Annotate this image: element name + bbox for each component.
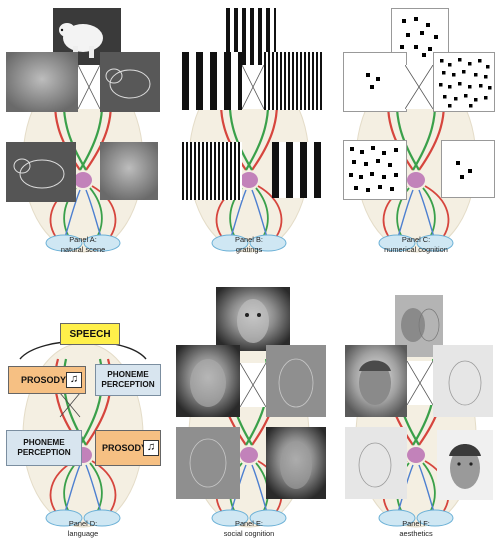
caption-title: Panel C: <box>401 235 431 244</box>
grating-pattern <box>272 142 324 198</box>
panel-c-caption: Panel C: numerical cognition <box>333 235 499 254</box>
caption-sub: gratings <box>235 244 263 254</box>
prosody-label: PROSODY <box>21 375 67 385</box>
cross-mark <box>405 65 433 109</box>
panel-b: Panel B: gratings <box>166 0 332 275</box>
caption-sub: aesthetics <box>399 528 433 538</box>
caption-title: Panel B: <box>235 235 263 244</box>
grating-pattern <box>182 142 242 200</box>
cross-mark <box>240 363 266 407</box>
panel-d: SPEECH PROSODY ♫ PHONEME PERCEPTION PHON… <box>0 275 166 550</box>
caption-sub: language <box>67 528 99 538</box>
brain-diagram-icon <box>19 340 147 529</box>
panel-a-caption: Panel A: natural scene <box>0 235 166 254</box>
caption-sub: natural scene <box>60 244 106 254</box>
phoneme-perception-box: PHONEME PERCEPTION <box>6 430 82 466</box>
arcimboldo-face-photo <box>266 427 326 499</box>
edge-face-photo <box>176 427 240 499</box>
caption-sub: social cognition <box>223 528 275 538</box>
edge-bear-photo <box>6 142 76 202</box>
caption-title: Panel D: <box>68 519 98 528</box>
cross-mark <box>407 361 433 405</box>
dot-array <box>433 52 495 112</box>
grating-pattern <box>264 52 322 110</box>
cross-mark <box>78 65 100 109</box>
prosody-label: PROSODY <box>102 443 148 453</box>
panel-c: Panel C: numerical cognition <box>333 0 499 275</box>
edge-face-photo <box>345 427 407 499</box>
caption-sub: numerical cognition <box>384 244 448 254</box>
blurred-bear-photo <box>6 52 78 112</box>
panel-b-caption: Panel B: gratings <box>166 235 332 254</box>
human-face-photo <box>437 430 493 500</box>
caption-title: Panel E: <box>235 519 263 528</box>
panel-e: Panel E: social cognition <box>166 275 332 550</box>
blurred-bear-photo <box>100 142 158 200</box>
panel-d-caption: Panel D: language <box>0 519 166 538</box>
edge-bear-photo <box>100 52 160 112</box>
arcimboldo-face-photo <box>216 287 290 351</box>
edge-face-photo <box>266 345 326 417</box>
arcimboldo-face-photo <box>176 345 240 417</box>
music-note-icon: ♫ <box>143 440 159 456</box>
dot-array <box>343 52 407 112</box>
panel-f: Panel F: aesthetics <box>333 275 499 550</box>
grating-pattern <box>182 52 242 110</box>
panel-f-caption: Panel F: aesthetics <box>333 519 499 538</box>
dot-array <box>343 140 407 200</box>
edge-face-photo <box>433 345 493 417</box>
music-note-icon: ♫ <box>66 372 82 388</box>
speech-box: SPEECH <box>60 323 120 345</box>
human-face-photo <box>345 345 407 417</box>
caption-title: Panel A: <box>69 235 97 244</box>
phoneme-perception-box: PHONEME PERCEPTION <box>95 364 161 396</box>
panel-e-caption: Panel E: social cognition <box>166 519 332 538</box>
dot-array <box>441 140 495 198</box>
caption-title: Panel F: <box>402 519 430 528</box>
cross-mark <box>242 65 264 109</box>
panel-a: Panel A: natural scene <box>0 0 166 275</box>
